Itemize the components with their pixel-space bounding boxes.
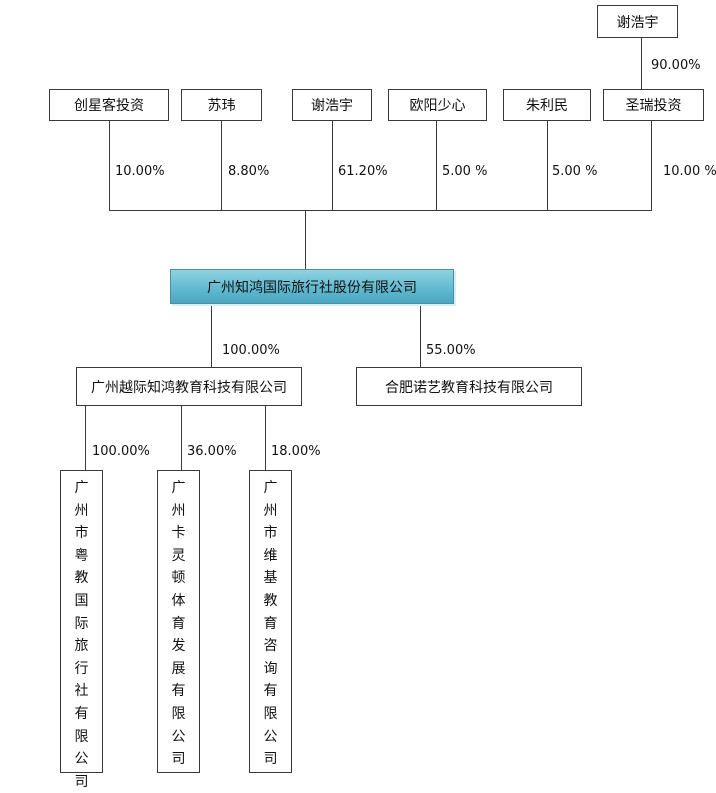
connector-sub-subsidiary-1 xyxy=(85,406,86,470)
connector-sub-subsidiary-2 xyxy=(181,406,182,470)
main-company-name: 广州知鸿国际旅行社股份有限公司 xyxy=(207,279,417,296)
shareholder-percentage-6: 10.00 % xyxy=(663,164,716,179)
vertical-name-char: 广 xyxy=(263,480,278,496)
connector-shareholder-3 xyxy=(332,121,333,211)
vertical-name-char: 际 xyxy=(74,615,89,632)
vertical-name-char: 行 xyxy=(74,660,89,677)
vertical-name-char: 限 xyxy=(171,705,186,722)
shareholder-box-2: 苏玮 xyxy=(181,89,262,121)
vertical-name-char: 维 xyxy=(263,547,278,564)
vertical-name-char: 广 xyxy=(74,480,89,496)
shareholder-percentage-5: 5.00 % xyxy=(552,164,598,179)
vertical-name-char: 州 xyxy=(74,502,89,519)
subsidiary-percentage-1: 100.00% xyxy=(222,343,280,358)
vertical-name-char: 有 xyxy=(263,683,278,700)
vertical-name-char: 公 xyxy=(171,728,186,745)
shareholder-percentage-3: 61.20% xyxy=(338,164,388,179)
top-holder-percentage: 90.00% xyxy=(651,58,701,73)
connector-subsidiary-2 xyxy=(420,304,421,367)
vertical-name-char: 旅 xyxy=(74,638,89,655)
shareholder-box-4: 欧阳少心 xyxy=(388,89,487,121)
subsidiary-box-2: 合肥诺艺教育科技有限公司 xyxy=(356,367,582,406)
vertical-name-char: 教 xyxy=(74,570,89,587)
top-holder-box: 谢浩宇 xyxy=(597,5,678,38)
vertical-name-char: 基 xyxy=(263,570,278,587)
vertical-name-char: 限 xyxy=(263,705,278,722)
shareholder-percentage-2: 8.80% xyxy=(228,164,270,179)
connector-top-holder xyxy=(641,38,642,89)
vertical-name-char: 公 xyxy=(263,728,278,745)
connector-shareholder-1 xyxy=(109,121,110,211)
vertical-name-char: 体 xyxy=(171,592,186,609)
connector-to-company xyxy=(305,210,306,269)
vertical-name-char: 灵 xyxy=(171,547,186,564)
connector-sub-subsidiary-3 xyxy=(265,406,266,470)
vertical-name-char: 司 xyxy=(263,751,278,768)
shareholder-name: 朱利民 xyxy=(526,98,568,114)
vertical-name-char: 咨 xyxy=(263,638,278,655)
connector-subsidiary-1 xyxy=(211,304,212,367)
shareholder-name: 谢浩宇 xyxy=(311,98,353,114)
vertical-name-char: 育 xyxy=(263,615,278,632)
sub-subsidiary-box-2: 广州卡灵顿体育发展有限公司 xyxy=(157,470,200,773)
connector-shareholder-6 xyxy=(651,121,652,211)
shareholder-name: 苏玮 xyxy=(207,98,236,114)
vertical-name-char: 公 xyxy=(74,751,89,768)
main-company-box: 广州知鸿国际旅行社股份有限公司 xyxy=(170,269,454,304)
shareholder-percentage-4: 5.00 % xyxy=(442,164,488,179)
subsidiary-percentage-2: 55.00% xyxy=(426,343,476,358)
sub-subsidiary-box-3: 广州市维基教育咨询有限公司 xyxy=(249,470,292,773)
sub-subsidiary-box-1: 广州市粤教国际旅行社有限公司 xyxy=(60,470,103,790)
shareholder-name: 创星客投资 xyxy=(74,98,144,114)
shareholder-box-3: 谢浩宇 xyxy=(292,89,372,121)
vertical-name-char: 粤 xyxy=(74,547,89,564)
vertical-name-char: 卡 xyxy=(171,525,186,542)
vertical-name-char: 展 xyxy=(171,660,186,677)
vertical-name-char: 询 xyxy=(263,660,278,677)
connector-shareholder-4 xyxy=(436,121,437,211)
vertical-name-char: 司 xyxy=(74,773,89,790)
shareholder-box-1: 创星客投资 xyxy=(49,89,169,121)
top-holder-name: 谢浩宇 xyxy=(616,14,659,31)
vertical-name-char: 限 xyxy=(74,728,89,745)
vertical-name-char: 州 xyxy=(263,502,278,519)
subsidiary-box-1: 广州越际知鸿教育科技有限公司 xyxy=(76,367,302,406)
sub-subsidiary-percentage-2: 36.00% xyxy=(187,444,237,459)
vertical-name-char: 有 xyxy=(171,683,186,700)
vertical-name-char: 国 xyxy=(74,592,89,609)
connector-shareholder-2 xyxy=(221,121,222,211)
subsidiary-name: 广州越际知鸿教育科技有限公司 xyxy=(91,379,287,396)
vertical-name-char: 育 xyxy=(171,615,186,632)
vertical-name-char: 市 xyxy=(263,525,278,542)
shareholder-box-5: 朱利民 xyxy=(503,89,591,121)
shareholder-bus-line xyxy=(109,210,652,211)
vertical-name-char: 州 xyxy=(171,502,186,519)
vertical-name-char: 广 xyxy=(171,480,186,496)
shareholder-percentage-1: 10.00% xyxy=(115,164,165,179)
vertical-name-char: 发 xyxy=(171,638,186,655)
shareholder-box-6: 圣瑞投资 xyxy=(603,89,704,121)
subsidiary-name: 合肥诺艺教育科技有限公司 xyxy=(385,379,553,396)
shareholder-name: 圣瑞投资 xyxy=(625,98,682,114)
vertical-name-char: 有 xyxy=(74,705,89,722)
vertical-name-char: 司 xyxy=(171,751,186,768)
connector-shareholder-5 xyxy=(547,121,548,211)
vertical-name-char: 社 xyxy=(74,683,89,700)
vertical-name-char: 市 xyxy=(74,525,89,542)
shareholder-name: 欧阳少心 xyxy=(409,98,466,114)
sub-subsidiary-percentage-1: 100.00% xyxy=(92,444,150,459)
vertical-name-char: 顿 xyxy=(171,570,186,587)
sub-subsidiary-percentage-3: 18.00% xyxy=(271,444,321,459)
vertical-name-char: 教 xyxy=(263,592,278,609)
